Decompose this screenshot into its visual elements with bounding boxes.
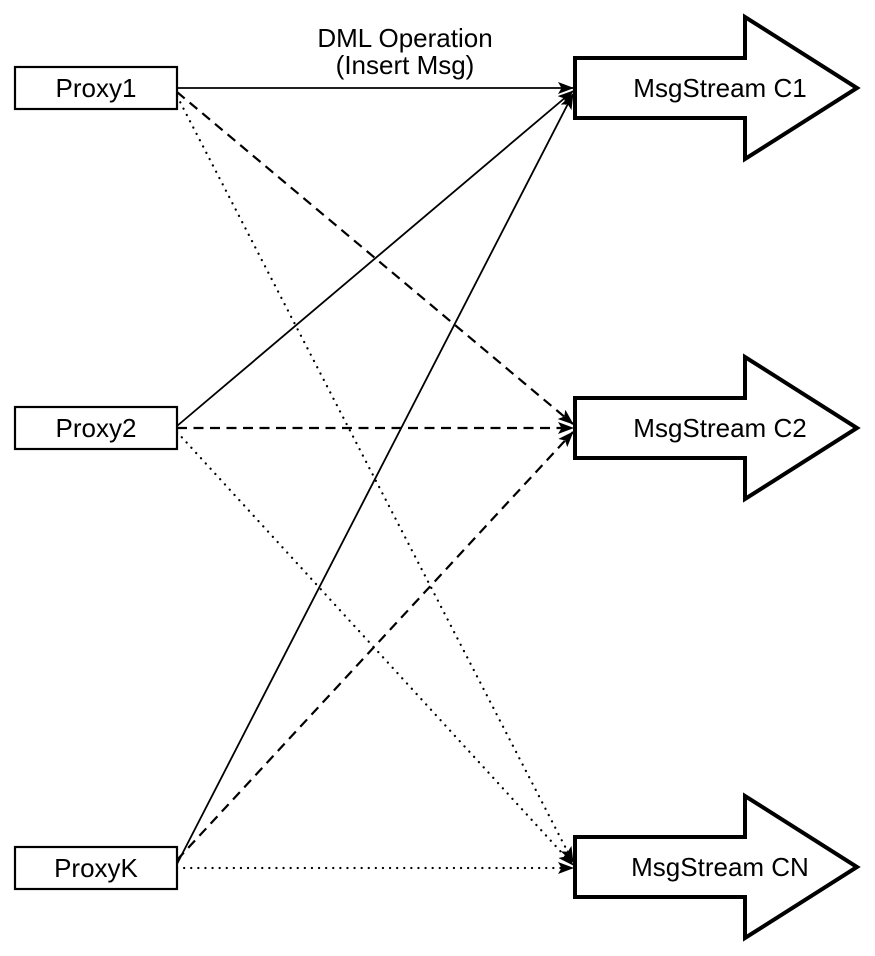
block-arrow-cn-shape bbox=[573, 792, 861, 942]
proxy2-label: Proxy2 bbox=[56, 413, 137, 443]
edge-proxyk-c2 bbox=[176, 431, 574, 861]
block-arrow-c2-shape bbox=[573, 353, 861, 503]
stream-node-cn: MsgStream CN bbox=[573, 792, 861, 942]
stream-node-c2: MsgStream C2 bbox=[573, 353, 861, 503]
proxyk-label: ProxyK bbox=[54, 853, 138, 883]
edges bbox=[175, 82, 575, 874]
stream-cn-label: MsgStream CN bbox=[631, 852, 809, 882]
stream-c1-label: MsgStream C1 bbox=[633, 73, 806, 103]
proxy-node-proxyk: ProxyK bbox=[13, 845, 179, 891]
proxy-node-proxy2: Proxy2 bbox=[13, 405, 179, 451]
edge-proxy2-c1 bbox=[176, 90, 574, 427]
proxy1-box bbox=[13, 65, 179, 111]
caption-line1: DML Operation bbox=[317, 23, 492, 53]
proxy-node-proxy1: Proxy1 bbox=[13, 65, 179, 111]
stream-c2-label: MsgStream C2 bbox=[633, 413, 806, 443]
caption: DML Operation (Insert Msg) bbox=[317, 23, 492, 80]
block-arrow-c1-shape bbox=[573, 13, 861, 163]
stream-node-c1: MsgStream C1 bbox=[573, 13, 861, 163]
edge-proxy2-cn bbox=[175, 430, 575, 867]
edge-proxyk-c1 bbox=[176, 93, 574, 865]
caption-line2: (Insert Msg) bbox=[336, 50, 475, 80]
proxy1-label: Proxy1 bbox=[56, 73, 137, 103]
edge-proxy1-c2 bbox=[176, 91, 574, 425]
